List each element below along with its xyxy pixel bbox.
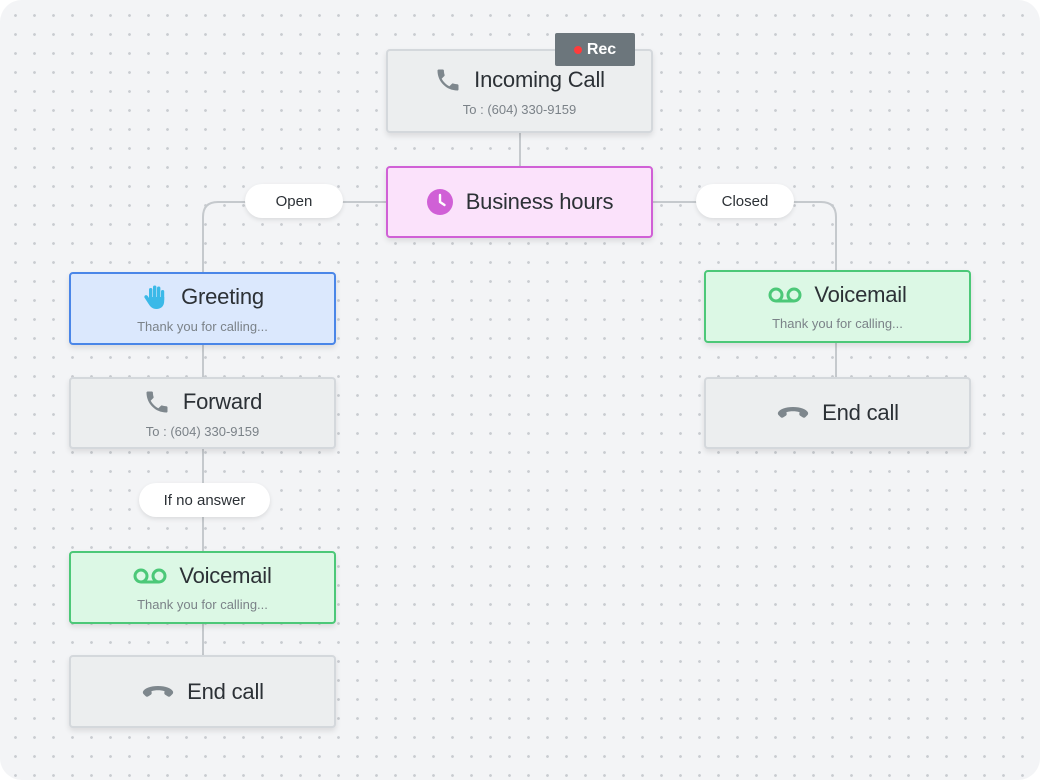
branch-label-open[interactable]: Open [245,184,343,218]
business-hours-node[interactable]: Business hours [386,166,653,238]
branch-label-text: Closed [721,192,769,210]
greeting-node[interactable]: Greeting Thank you for calling... [69,272,336,345]
clock-icon [426,188,454,216]
node-title: End call [822,400,899,425]
voicemail-icon [133,567,167,585]
node-title: Voicemail [814,282,907,307]
node-subtitle: Thank you for calling... [137,319,268,334]
record-dot-icon [573,45,582,54]
rec-badge[interactable]: Rec [555,33,635,66]
hang-up-icon [141,684,175,700]
node-title: End call [187,678,264,704]
node-title: Voicemail [179,563,272,588]
node-title: Business hours [465,189,614,214]
hand-icon [141,283,169,311]
node-subtitle: Thank you for calling... [772,316,903,331]
end-call-node-left[interactable]: End call [69,655,336,728]
node-subtitle: To : (604) 330-9159 [462,101,577,117]
voicemail-node-left[interactable]: Voicemail Thank you for calling... [69,551,336,624]
branch-label-closed[interactable]: Closed [696,184,794,218]
rec-label: Rec [586,40,617,58]
branch-label-no-answer[interactable]: If no answer [139,483,270,517]
branch-label-text: If no answer [163,491,246,509]
hang-up-icon [776,405,810,421]
phone-icon [143,388,171,416]
node-subtitle: To : (604) 330-9159 [145,423,260,439]
node-title: Greeting [181,284,264,309]
branch-label-text: Open [275,192,313,210]
incoming-call-node[interactable]: Incoming Call To : (604) 330-9159 [386,49,653,133]
voicemail-icon [768,286,802,304]
forward-node[interactable]: Forward To : (604) 330-9159 [69,377,336,449]
voicemail-node-right[interactable]: Voicemail Thank you for calling... [704,270,971,343]
node-title: Incoming Call [474,66,605,92]
node-title: Forward [182,388,263,414]
end-call-node-right[interactable]: End call [704,377,971,449]
phone-icon [434,66,462,94]
node-subtitle: Thank you for calling... [137,597,268,612]
